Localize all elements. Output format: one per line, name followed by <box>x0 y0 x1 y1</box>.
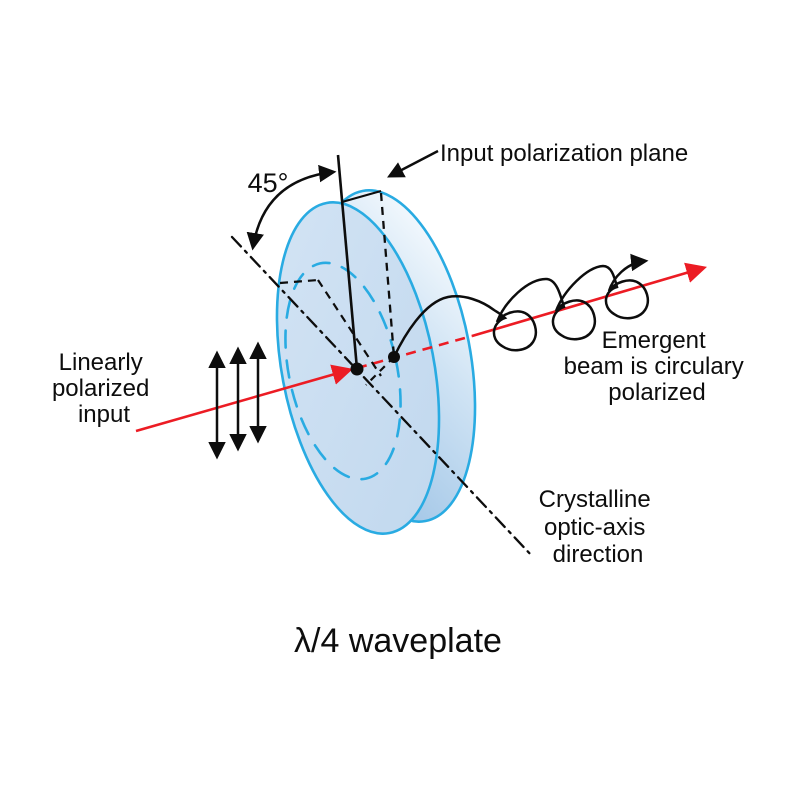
circular-polarization-spiral <box>392 253 649 359</box>
plane-top-edge-line <box>341 189 382 204</box>
beam-inside-disk-dashed-line <box>356 334 473 370</box>
angle-arc <box>246 164 337 251</box>
input-plane-pointer-arrow <box>387 149 439 178</box>
axis-projection-dashed-line-b <box>317 279 382 377</box>
emergent-beam-label: Emergent beam is circulary polarized <box>564 327 751 406</box>
beam-outgoing-line <box>471 262 707 338</box>
input-plane-label: Input polarization plane <box>440 140 688 167</box>
optic-axis-line3: direction <box>553 541 644 568</box>
angle-label: 45° <box>248 168 289 198</box>
linear-input-line3: input <box>78 401 130 428</box>
emergent-line3: polarized <box>608 379 705 406</box>
optic-axis-line <box>230 235 535 559</box>
linear-input-label: Linearly polarized input <box>52 349 156 428</box>
linear-input-line1: Linearly <box>59 349 143 376</box>
axis-projection-dashed-line-c <box>365 356 395 386</box>
linear-input-line2: polarized <box>52 375 149 402</box>
linear-polarization-arrows <box>208 341 267 460</box>
optic-axis-label: Crystalline optic-axis direction <box>539 486 658 568</box>
diagram-title: λ/4 waveplate <box>294 622 502 660</box>
optic-axis-line2: optic-axis <box>544 514 645 541</box>
optic-axis-line1: Crystalline <box>539 486 651 513</box>
axis-projection-dashed-line-a <box>279 278 319 285</box>
entry-point-dot <box>350 362 364 376</box>
emergent-line1: Emergent <box>602 327 706 354</box>
input-polarization-plane-line <box>336 154 359 370</box>
emergent-line2: beam is circulary <box>564 353 744 380</box>
